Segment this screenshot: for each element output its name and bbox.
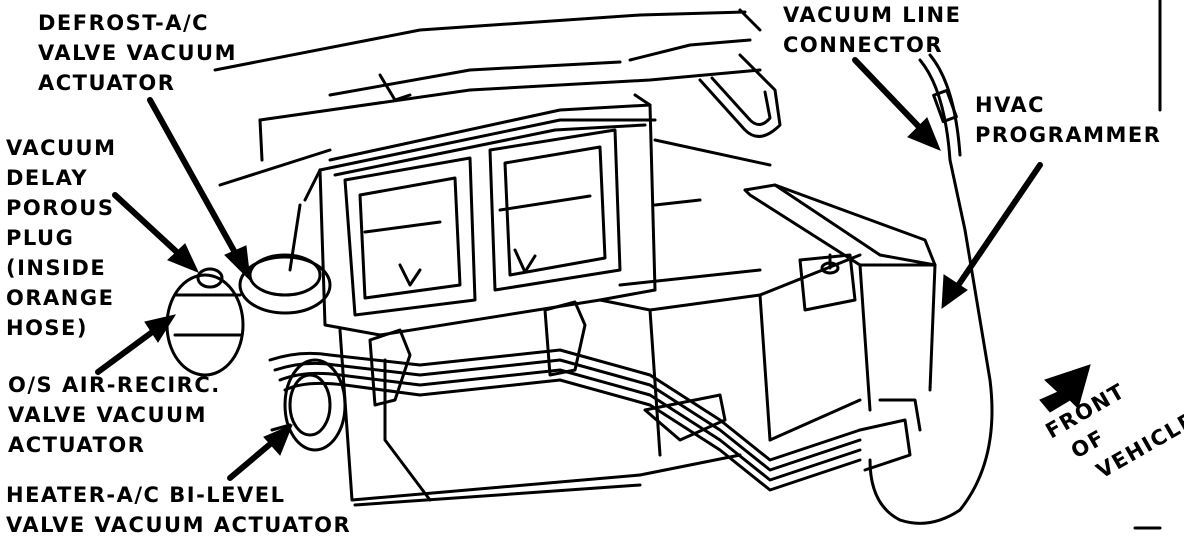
upper-housing bbox=[318, 93, 772, 337]
label-defrost-ac-actuator: DEFROST-A/C VALVE VACUUM ACTUATOR bbox=[38, 8, 237, 98]
label-line: PLUG bbox=[6, 226, 75, 250]
label-vacuum-delay-plug: VACUUM DELAY POROUS PLUG (INSIDE ORANGE … bbox=[6, 133, 117, 343]
leader-hvac bbox=[941, 162, 1043, 310]
label-line: VACUUM LINE bbox=[783, 3, 962, 27]
leader-os-air bbox=[95, 314, 177, 375]
leader-vacuum-delay bbox=[112, 192, 199, 273]
label-line: ACTUATOR bbox=[8, 433, 146, 457]
leader-defrost bbox=[147, 97, 251, 282]
programmer-box bbox=[743, 183, 937, 412]
front-of-vehicle-arrow bbox=[1039, 364, 1091, 413]
label-line: HVAC bbox=[975, 93, 1046, 117]
label-line: DEFROST-A/C bbox=[38, 11, 210, 35]
label-line: POROUS bbox=[6, 196, 115, 220]
air-recirc-actuator bbox=[165, 267, 245, 377]
label-line: O/S AIR-RECIRC. bbox=[8, 373, 221, 397]
label-line: CONNECTOR bbox=[783, 33, 944, 57]
lower-housing bbox=[338, 253, 862, 507]
label-line: VALVE VACUUM ACTUATOR bbox=[6, 513, 352, 537]
defroster-duct bbox=[698, 53, 782, 138]
label-line: HOSE) bbox=[6, 316, 88, 340]
label-line: DELAY bbox=[6, 166, 89, 190]
label-line: VALVE VACUUM bbox=[38, 41, 237, 65]
hose-clips bbox=[368, 300, 727, 442]
label-line: VACUUM bbox=[6, 136, 117, 160]
bi-level-actuator bbox=[270, 358, 347, 452]
label-line: (INSIDE bbox=[6, 256, 107, 280]
label-os-air-recirc-actuator: O/S AIR-RECIRC. VALVE VACUUM ACTUATOR bbox=[8, 370, 221, 460]
label-line: VALVE VACUUM bbox=[8, 403, 207, 427]
vacuum-line bbox=[868, 53, 994, 525]
label-line: ORANGE bbox=[6, 286, 115, 310]
vent-openings bbox=[343, 128, 622, 317]
label-line: HEATER-A/C BI-LEVEL bbox=[6, 483, 286, 507]
dash-panel bbox=[213, 8, 762, 187]
leader-vacuum-line bbox=[852, 57, 941, 151]
leader-heater-ac bbox=[227, 424, 293, 481]
vacuum-hose-bundle bbox=[268, 348, 922, 492]
label-hvac-programmer: HVAC PROGRAMMER bbox=[975, 90, 1161, 150]
label-vacuum-line-connector: VACUUM LINE CONNECTOR bbox=[783, 0, 961, 60]
defrost-actuator bbox=[238, 168, 332, 315]
label-heater-ac-bi-level-actuator: HEATER-A/C BI-LEVEL VALVE VACUUM ACTUATO… bbox=[6, 480, 351, 540]
label-line: PROGRAMMER bbox=[975, 123, 1162, 147]
label-line: ACTUATOR bbox=[38, 71, 176, 95]
